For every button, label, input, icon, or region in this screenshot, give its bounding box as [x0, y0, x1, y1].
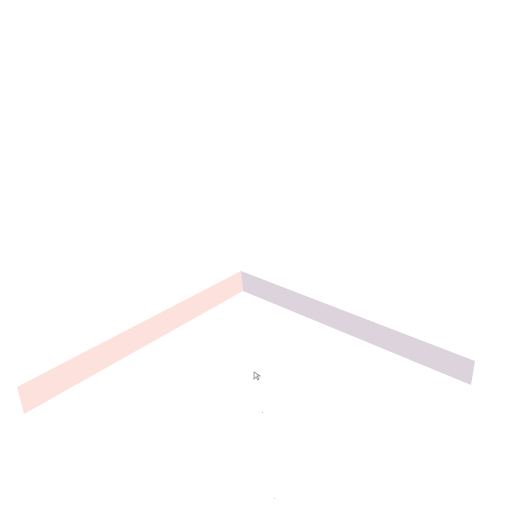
pixel-speck	[262, 412, 263, 413]
right-wall-segment	[241, 271, 475, 385]
pixel-speck	[274, 498, 275, 499]
mouse-pointer-icon	[253, 366, 262, 381]
left-wall-segment	[17, 271, 243, 414]
